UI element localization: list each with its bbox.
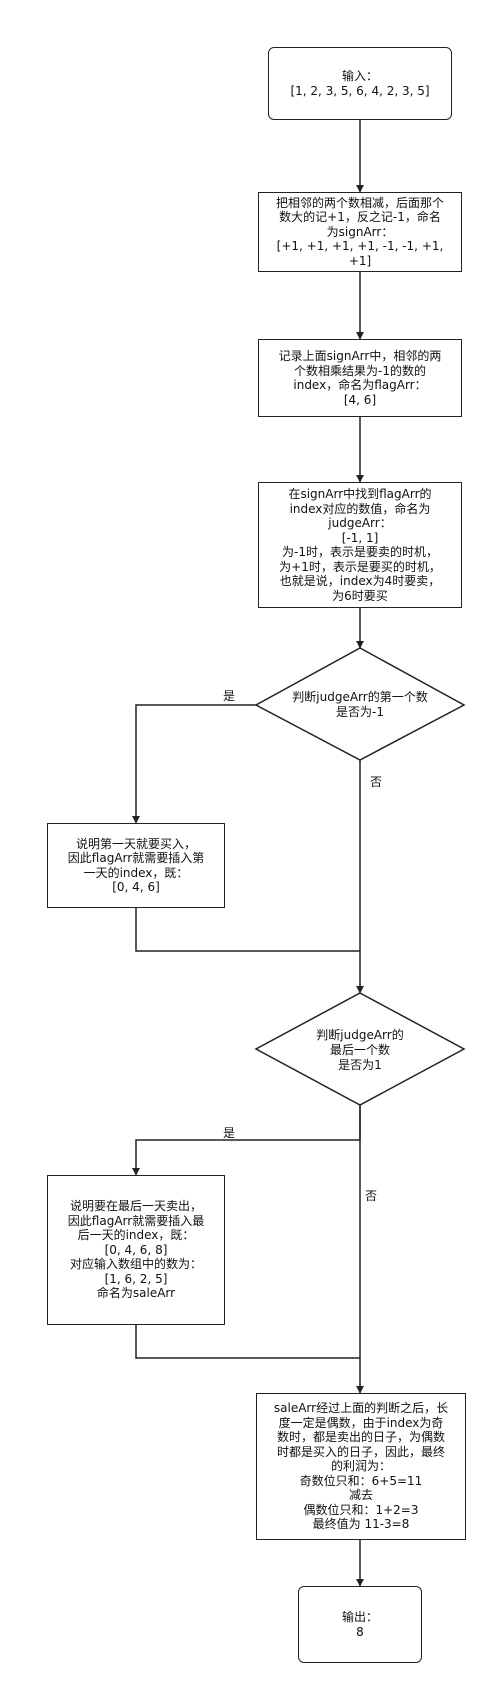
result-node: saleArr经过上面的判断之后，长度一定是偶数，由于index为奇数时，都是卖… bbox=[256, 1393, 466, 1540]
node-text-line: 为signArr： bbox=[326, 224, 394, 239]
node-text-line: 8 bbox=[356, 1624, 364, 1639]
node-text-line: 数大的记+1，反之记-1，命名 bbox=[279, 210, 441, 225]
decision1-diamond bbox=[254, 647, 466, 761]
node-text-line: 判断judgeArr的第一个数 bbox=[292, 690, 428, 704]
sign-arr-node: 把相邻的两个数相减，后面那个数大的记+1，反之记-1，命名为signArr：[+… bbox=[258, 192, 462, 272]
node-text-line: 数时，都是卖出的日子，为偶数 bbox=[276, 1430, 445, 1445]
decision1-no-label: 否 bbox=[370, 775, 383, 789]
input-node: 输入：[1, 2, 3, 5, 6, 4, 2, 3, 5] bbox=[268, 47, 452, 120]
decision1-text: 判断judgeArr的第一个数是否为-1 bbox=[276, 680, 444, 730]
edge-decision1-yes bbox=[132, 704, 256, 824]
node-text-line: 最后一个数 bbox=[329, 1042, 390, 1057]
node-text-line: index对应的数值，命名为 bbox=[289, 501, 431, 516]
node-text-line: 因此flagArr就需要插入第 bbox=[67, 851, 205, 865]
node-text-line: 减去 bbox=[348, 1488, 373, 1503]
node-text-line: 是否为1 bbox=[338, 1057, 382, 1072]
node-text-line: 判断judgeArr的 bbox=[316, 1027, 404, 1042]
node-text-line: 把相邻的两个数相减，后面那个 bbox=[275, 195, 444, 210]
decision2-text: 判断judgeArr的最后一个数是否为1 bbox=[280, 1025, 440, 1075]
node-text-line: 说明要在最后一天卖出， bbox=[69, 1199, 202, 1214]
decision2-yes-label: 是 bbox=[223, 1126, 236, 1140]
decision2-no-label: 否 bbox=[365, 1189, 378, 1203]
node-text-line: [1, 6, 2, 5] bbox=[104, 1271, 168, 1286]
node-text-line: [-1, 1] bbox=[341, 530, 379, 545]
node-text-line: 个数相乘结果为-1的数的 bbox=[294, 363, 426, 378]
node-text-line: judgeArr： bbox=[328, 516, 392, 530]
node-text-line: 在signArr中找到flagArr的 bbox=[288, 487, 432, 501]
node-text-line: 最终值为 11-3=8 bbox=[312, 1517, 410, 1532]
node-text-line: 一天的index，既： bbox=[83, 865, 189, 880]
node-text-line: saleArr经过上面的判断之后，长 bbox=[273, 1401, 449, 1416]
node-text-line: 输出： bbox=[341, 1610, 378, 1624]
node-text-line: 命名为saleArr bbox=[96, 1286, 176, 1301]
buy-first-node: 说明第一天就要买入，因此flagArr就需要插入第一天的index，既：[0, … bbox=[47, 823, 225, 908]
node-text-line: [0, 4, 6] bbox=[112, 880, 160, 894]
node-text-line: 偶数位只和：1+2=3 bbox=[303, 1502, 419, 1517]
node-text-line: 为6时要买 bbox=[332, 588, 388, 603]
node-text-line: 说明第一天就要买入， bbox=[75, 836, 196, 851]
edge-buy-first-merge bbox=[135, 908, 360, 952]
edge-decision2-yes bbox=[132, 1105, 361, 1176]
output-node: 输出：8 bbox=[298, 1586, 422, 1663]
node-text-line: 输入： bbox=[341, 69, 378, 83]
node-text-line: +1] bbox=[348, 253, 372, 268]
decision1-yes-label: 是 bbox=[223, 689, 236, 703]
node-text-line: 为-1时，表示是要卖的时机， bbox=[282, 545, 438, 559]
node-text-line: [4, 6] bbox=[343, 392, 377, 407]
node-text-line: 度一定是偶数，由于index为奇 bbox=[278, 1415, 444, 1430]
node-text-line: 是否为-1 bbox=[336, 705, 384, 719]
node-text-line: [1, 2, 3, 5, 6, 4, 2, 3, 5] bbox=[290, 83, 430, 98]
node-text-line: [0, 4, 6, 8] bbox=[104, 1242, 168, 1257]
decision2-diamond bbox=[254, 992, 466, 1106]
node-text-line: 也就是说，index为4时要卖， bbox=[279, 574, 441, 588]
node-text-line: 记录上面signArr中，相邻的两 bbox=[278, 349, 442, 363]
node-text-line: 对应输入数组中的数为： bbox=[69, 1257, 202, 1272]
node-text-line: [+1, +1, +1, +1, -1, -1, +1, bbox=[276, 239, 444, 254]
node-text-line: 后一天的index，既： bbox=[77, 1228, 195, 1243]
node-text-line: 时都是买入的日子，因此，最终 bbox=[276, 1444, 445, 1459]
sell-last-node: 说明要在最后一天卖出，因此flagArr就需要插入最后一天的index，既：[0… bbox=[47, 1175, 225, 1325]
node-text-line: index，命名为flagArr： bbox=[293, 378, 427, 392]
node-text-line: 为+1时，表示是要买的时机， bbox=[279, 559, 441, 574]
node-text-line: 奇数位只和：6+5=11 bbox=[299, 1473, 423, 1488]
edge-sell-last-merge bbox=[135, 1325, 360, 1359]
node-text-line: 的利润为： bbox=[330, 1459, 391, 1474]
node-text-line: 因此flagArr就需要插入最 bbox=[67, 1213, 205, 1228]
